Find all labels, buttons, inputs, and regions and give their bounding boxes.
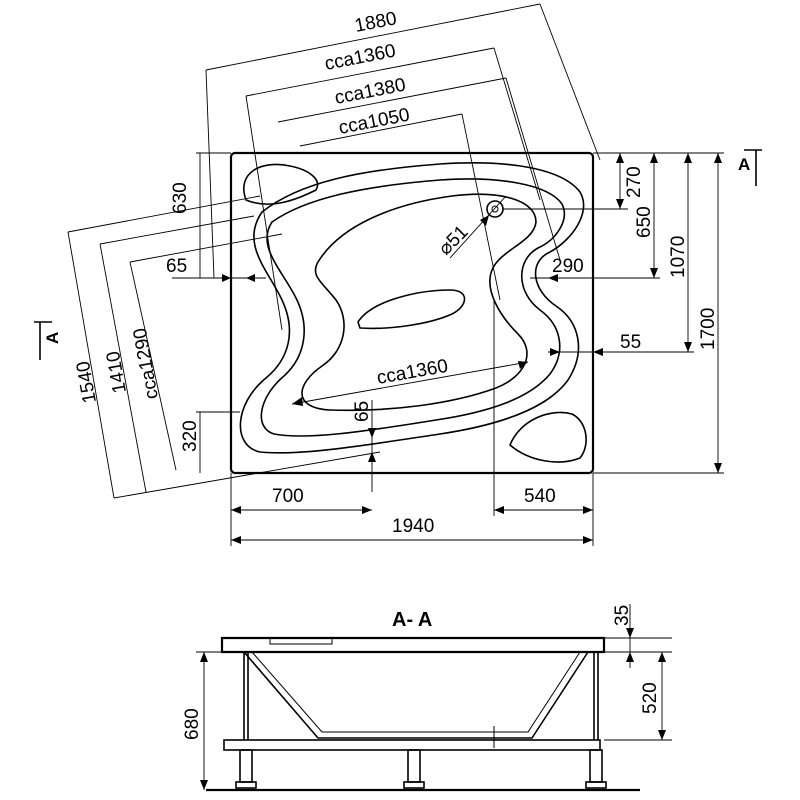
section-marker-right: A bbox=[738, 149, 762, 186]
dim-drain: ⌀51 bbox=[435, 222, 473, 260]
dim-290: 290 bbox=[552, 256, 584, 277]
dim-1940: 1940 bbox=[392, 516, 434, 537]
right-dimensions: 270 650 1070 1700 290 55 bbox=[503, 152, 724, 474]
dim-cca1360-inner: cca1360 bbox=[375, 356, 449, 389]
dim-35: 35 bbox=[612, 605, 633, 626]
section-marker-left-label: A bbox=[43, 332, 62, 344]
section-marker-left: A bbox=[34, 321, 62, 360]
dim-650: 650 bbox=[634, 206, 655, 238]
tub-outer-rim bbox=[229, 151, 595, 475]
section-title: A- A bbox=[392, 609, 432, 631]
dim-cca1360-top: cca1360 bbox=[323, 41, 398, 75]
dim-700: 700 bbox=[272, 486, 304, 507]
dim-cca1290: cca1290 bbox=[130, 326, 163, 400]
basin-outer-contour bbox=[239, 162, 585, 454]
section-rim bbox=[220, 636, 606, 654]
plan-view: 1880 cca1360 cca1380 cca1050 630 65 15 bbox=[34, 3, 762, 546]
dim-680: 680 bbox=[182, 708, 203, 740]
dim-65-inner: 65 bbox=[352, 401, 373, 422]
dim-1700: 1700 bbox=[698, 308, 719, 350]
dim-630: 630 bbox=[170, 182, 191, 214]
seat-oval bbox=[357, 289, 466, 330]
section-headrest bbox=[269, 637, 333, 645]
basin-inner-contour bbox=[260, 178, 565, 437]
dim-1880: 1880 bbox=[353, 8, 399, 37]
section-view: A- A 680 bbox=[182, 604, 672, 792]
dim-55: 55 bbox=[620, 332, 641, 353]
drain-inner bbox=[491, 205, 499, 213]
section-basin bbox=[243, 651, 589, 739]
dim-320: 320 bbox=[180, 420, 201, 452]
dim-1070: 1070 bbox=[668, 236, 689, 278]
section-legs bbox=[235, 652, 607, 789]
dim-1410: 1410 bbox=[103, 349, 131, 394]
dim-540: 540 bbox=[524, 486, 556, 507]
headrest-top-left bbox=[243, 163, 319, 205]
dim-270: 270 bbox=[624, 166, 645, 198]
dim-cca1050: cca1050 bbox=[337, 105, 412, 139]
headrest-bottom-right bbox=[509, 411, 587, 463]
dim-1540: 1540 bbox=[73, 359, 101, 404]
section-basin-inner bbox=[251, 651, 581, 733]
dim-65-left: 65 bbox=[166, 256, 187, 277]
section-marker-right-label: A bbox=[738, 155, 750, 174]
section-support-frame bbox=[223, 739, 601, 751]
inner-dimensions: cca1360 65 ⌀51 bbox=[291, 195, 529, 492]
bottom-dimensions: 700 540 1940 bbox=[230, 300, 594, 546]
dim-520: 520 bbox=[640, 682, 661, 714]
left-dimensions: 630 65 1540 1410 cca1290 320 bbox=[67, 152, 381, 499]
